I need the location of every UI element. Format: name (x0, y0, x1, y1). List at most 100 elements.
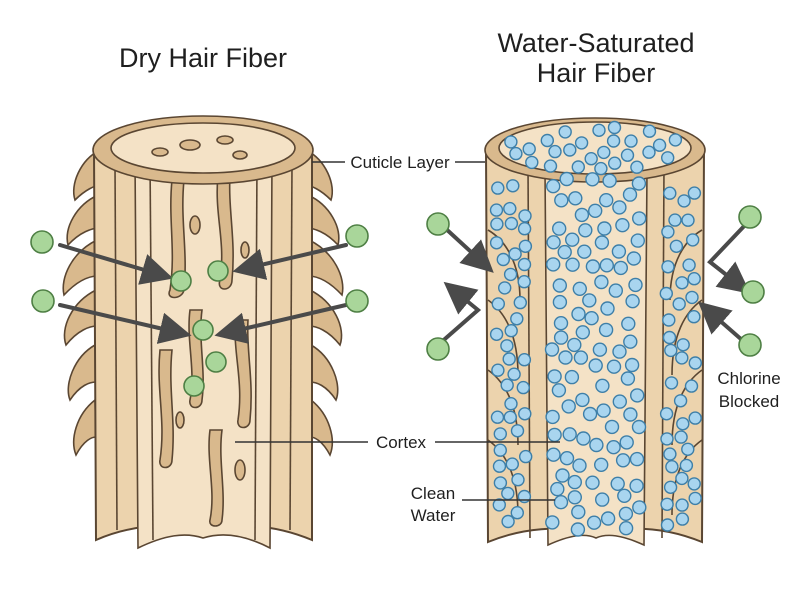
water-molecule-icon (600, 301, 615, 316)
chlorine-icon (426, 337, 450, 361)
water-molecule-icon (663, 480, 678, 494)
water-molecule-icon (546, 257, 561, 272)
water-molecule-icon (517, 275, 531, 289)
water-molecule-icon (491, 297, 505, 311)
cortex-label: Cortex (376, 433, 427, 452)
water-molecule-icon (684, 379, 699, 393)
water-molecule-icon (584, 311, 599, 326)
chlorine-blocked-label-line1: Chlorine (717, 369, 780, 388)
water-molecule-icon (558, 350, 573, 365)
water-molecule-icon (568, 191, 583, 206)
water-molecule-icon (626, 251, 642, 266)
water-molecule-icon (513, 295, 527, 310)
water-molecule-icon (585, 475, 600, 490)
water-molecule-icon (688, 491, 702, 506)
water-molecule-icon (585, 259, 601, 274)
chlorine-icon (205, 351, 227, 373)
water-molecule-icon (585, 172, 600, 187)
water-molecule-icon (498, 281, 512, 295)
water-molecule-icon (629, 451, 645, 467)
water-molecule-icon (668, 133, 683, 147)
water-molecule-icon (677, 194, 691, 208)
water-molecule-icon (522, 142, 536, 156)
arrow-icon (58, 243, 174, 285)
water-molecule-icon (553, 316, 569, 331)
water-molecule-icon (594, 457, 609, 472)
water-molecule-icon (631, 419, 647, 435)
water-molecule-icon (622, 187, 638, 202)
water-molecule-icon (594, 235, 610, 250)
water-molecule-icon (675, 351, 689, 365)
water-molecule-icon (673, 394, 688, 408)
water-molecule-icon (686, 233, 700, 247)
water-molecule-icon (574, 136, 589, 150)
water-molecule-icon (578, 223, 593, 238)
chlorine-icon (345, 224, 369, 248)
chlorine-icon (426, 212, 450, 236)
chlorine-blocked-label-group: Chlorine Blocked (717, 369, 780, 411)
water-molecule-icon (496, 252, 510, 267)
water-molecule-icon (613, 260, 628, 276)
water-molecule-icon (687, 186, 702, 200)
dry-cortex-texture (158, 174, 252, 527)
water-molecule-icon (664, 343, 678, 358)
water-molecule-icon (489, 327, 504, 341)
water-molecule-icon (669, 239, 684, 254)
water-molecule-icon (681, 442, 695, 456)
water-molecule-icon (586, 515, 602, 530)
water-molecule-icon (507, 367, 521, 381)
water-molecule-icon (659, 286, 673, 301)
chlorine-icon (30, 230, 54, 254)
water-molecule-icon (543, 159, 558, 173)
water-molecule-icon (674, 430, 688, 444)
water-molecule-icon (588, 358, 603, 373)
water-molecule-icon (588, 203, 603, 219)
wet-fiber-title-line2: Hair Fiber (537, 58, 656, 88)
water-molecule-icon (618, 506, 634, 521)
dry-cortex-column (134, 159, 273, 550)
water-molecule-icon (606, 359, 622, 374)
water-molecule-icon (668, 213, 682, 227)
water-molecule-icon (490, 217, 504, 231)
water-molecule-icon (571, 306, 586, 322)
water-molecule-icon (659, 407, 674, 421)
water-molecule-icon (517, 353, 532, 367)
water-molecule-icon (559, 171, 574, 187)
water-molecule-icon (687, 272, 701, 286)
water-molecule-icon (618, 521, 634, 536)
water-molecule-icon (548, 144, 562, 159)
water-molecule-icon (660, 432, 674, 446)
water-molecule-icon (619, 435, 634, 450)
water-molecule-icon (685, 290, 699, 305)
water-molecule-icon (663, 186, 677, 200)
water-molecule-icon (597, 145, 611, 160)
water-molecule-icon (661, 151, 675, 165)
water-molecule-icon (564, 369, 580, 385)
water-molecule-icon (632, 211, 647, 226)
water-molecule-icon (615, 453, 631, 468)
water-molecule-icon (572, 281, 587, 296)
water-molecule-icon (662, 330, 677, 345)
water-molecule-icon (517, 257, 532, 272)
water-molecule-icon (679, 458, 694, 473)
water-molecule-icon (589, 437, 604, 453)
water-molecule-icon (511, 473, 525, 487)
water-molecule-icon (502, 352, 516, 366)
water-molecule-icon (621, 316, 636, 331)
water-molecule-icon (501, 486, 515, 501)
water-molecule-icon (561, 399, 576, 414)
water-molecule-icon (489, 236, 504, 250)
water-molecule-icon (570, 522, 586, 537)
clean-water-label-line1: Clean (411, 484, 455, 503)
water-molecule-icon (547, 427, 562, 443)
water-molecule-icon (558, 125, 572, 139)
water-molecule-icon (500, 339, 514, 353)
water-molecule-icon (630, 160, 644, 174)
water-molecule-icon (630, 388, 645, 403)
water-molecule-icon (595, 378, 610, 393)
water-molecule-icon (623, 407, 638, 422)
water-molecule-icon (518, 407, 532, 421)
water-molecule-icon (681, 213, 695, 227)
arrow-icon (707, 220, 751, 294)
